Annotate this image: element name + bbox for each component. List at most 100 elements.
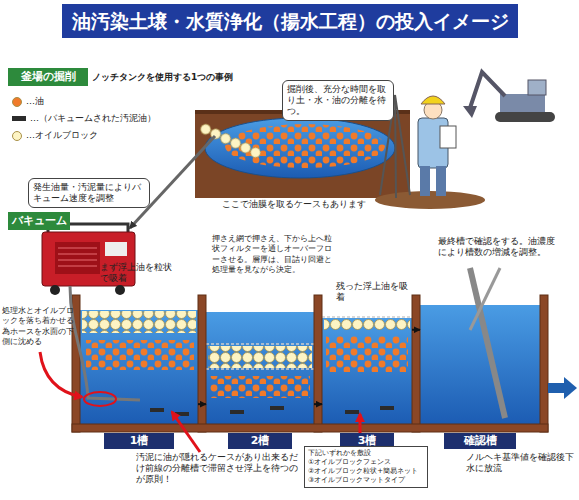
node-text: 掘削後、充分な時間を取り土・水・油の分離を待つ。: [287, 84, 386, 116]
tank: 3槽: [322, 300, 412, 424]
callout-arrows: [40, 352, 360, 452]
sludge-oil: [150, 406, 394, 416]
legend-text: …（バキュームされた汚泥油）: [30, 112, 156, 125]
outflow-arrow-part: [548, 383, 564, 393]
legend-text: …オイルブロック: [26, 129, 98, 142]
legend-text: …油: [26, 95, 44, 108]
excavation-pit-part: [195, 110, 410, 198]
note-text: ここで油膜を取るケースもあります: [222, 199, 392, 210]
outflow-arrow-part: [564, 377, 577, 399]
tank: 確認槽: [420, 300, 540, 424]
tank-walls-part: [314, 295, 322, 432]
check-pipe: [470, 268, 505, 418]
excavator: [463, 72, 555, 122]
outflow-arrow: [548, 377, 577, 399]
note-text: ノッチタンクを使用する1つの事例: [92, 72, 292, 84]
worker-part: [421, 96, 445, 104]
vacuum-pump-part: [55, 242, 100, 274]
sludge-oil-part: [230, 410, 244, 414]
excavator-part: [500, 94, 545, 112]
sludge-oil-part: [345, 410, 359, 414]
note-text: まず浮上油を粒状で吸着: [100, 262, 172, 284]
legend-row: …（バキュームされた汚泥油）: [12, 111, 156, 126]
legend-row: …オイルブロック: [12, 128, 98, 143]
tank-walls-part: [540, 295, 548, 432]
oil-drops: [86, 336, 408, 398]
worker-part: [395, 95, 396, 198]
worker-part: [440, 126, 456, 148]
title-band: [62, 4, 518, 38]
check-pipe-part: [470, 268, 500, 330]
legend-swatch: [12, 116, 26, 121]
oil-drops-part: [326, 336, 408, 372]
flow-arrow: [198, 403, 206, 405]
legend-row: …油: [12, 94, 44, 109]
nets-part: [206, 343, 314, 345]
note-text: 残った浮上油を吸着: [336, 281, 408, 303]
check-pipe-part: [470, 268, 505, 418]
node-text: 下記いずれかを敷設: [308, 449, 424, 458]
tank-walls-part: [198, 295, 206, 432]
excavator-part: [463, 106, 477, 118]
oil-drops-part: [210, 376, 310, 398]
node-text: ②オイルブロック粒状+簡易ネット: [308, 467, 424, 476]
callout-arrows-part: [40, 352, 82, 397]
worker-part: [395, 95, 410, 195]
note-text: 押さえ網で押さえ、下から上へ粒状フィルターを通しオーバーフローさせる。層厚は、目…: [212, 234, 334, 276]
nets-part: [206, 368, 314, 370]
tank: 2槽: [206, 300, 314, 424]
tank-label: 確認槽: [444, 433, 516, 449]
worker-part: [436, 166, 446, 196]
tank-water: [80, 305, 540, 424]
callout-box: 掘削後、充分な時間を取り土・水・油の分離を待つ。: [282, 80, 394, 121]
vacuum-pump-part: [50, 285, 60, 295]
worker-part: [420, 166, 430, 196]
legend-swatch: [12, 131, 22, 141]
note-text: 最終槽で確認をする。油濃度により槽数の増減を調整。: [438, 236, 563, 258]
node-text: 発生油量・汚泥量によりバキューム速度を調整: [33, 182, 141, 203]
vacuum-pump: [42, 224, 135, 295]
flow-arrow: [314, 403, 322, 405]
tank-water-part: [80, 310, 198, 424]
hose-end-mark: [84, 392, 116, 406]
callout-arrows-part: [172, 412, 200, 452]
nets-part: [322, 316, 412, 318]
note-text: 処理水とオイルブロックを落ち着かせる為ホースを水面の下側に沈める: [2, 306, 74, 348]
excavation-pit-part: [198, 122, 262, 160]
tank-walls-part: [412, 295, 420, 432]
tank-label: 2槽: [228, 433, 293, 449]
section-band: 釜場の掘削: [8, 68, 88, 86]
oil-blocks-part: [324, 319, 410, 330]
note-box: 下記いずれかを敷設①オイルブロックフェンス②オイルブロック粒状+簡易ネット③オイ…: [304, 446, 428, 488]
node-text: ③オイルブロックマットタイプ: [308, 476, 424, 485]
oil-blocks-part: [82, 311, 196, 333]
tank-label: 1槽: [104, 433, 175, 449]
excavator-part: [470, 72, 505, 108]
vacuum-pump-part: [115, 285, 125, 295]
tank-water-part: [322, 318, 412, 424]
sludge-oil-part: [380, 406, 394, 410]
excavator-part: [495, 112, 555, 122]
vacuum-pump-part: [58, 248, 97, 266]
node-text: ①オイルブロックフェンス: [308, 458, 424, 467]
note-text: 汚泥に油が隠れるケースがあり出来るだけ前線の分離槽で滞留させ浮上を待つのが原則！: [136, 452, 301, 485]
excavation-pit: [195, 110, 410, 198]
note-text: ノルヘキ基準値を確認後下水に放流: [466, 452, 574, 474]
legend-swatch: [12, 97, 22, 107]
oil-drops-part: [86, 340, 194, 370]
oil-blocks-part: [208, 346, 312, 368]
excavator-part: [528, 80, 546, 95]
node-text: バキューム: [12, 214, 67, 227]
diagram-title: 油汚染土壌・水質浄化（揚水工程）の投入イメージ: [62, 4, 518, 38]
tank: 1槽: [80, 300, 198, 424]
tank-walls-part: [72, 424, 548, 432]
callout-box: 発生油量・汚泥量によりバキューム速度を調整: [28, 178, 150, 208]
sludge-oil-part: [150, 408, 164, 412]
flow-arrow: [412, 329, 420, 331]
tank-water-part: [206, 312, 314, 424]
sludge-oil-part: [270, 406, 284, 410]
node-text: 釜場の掘削: [21, 70, 76, 83]
discharge-hose: [70, 286, 140, 400]
sludge-oil-part: [175, 412, 189, 416]
